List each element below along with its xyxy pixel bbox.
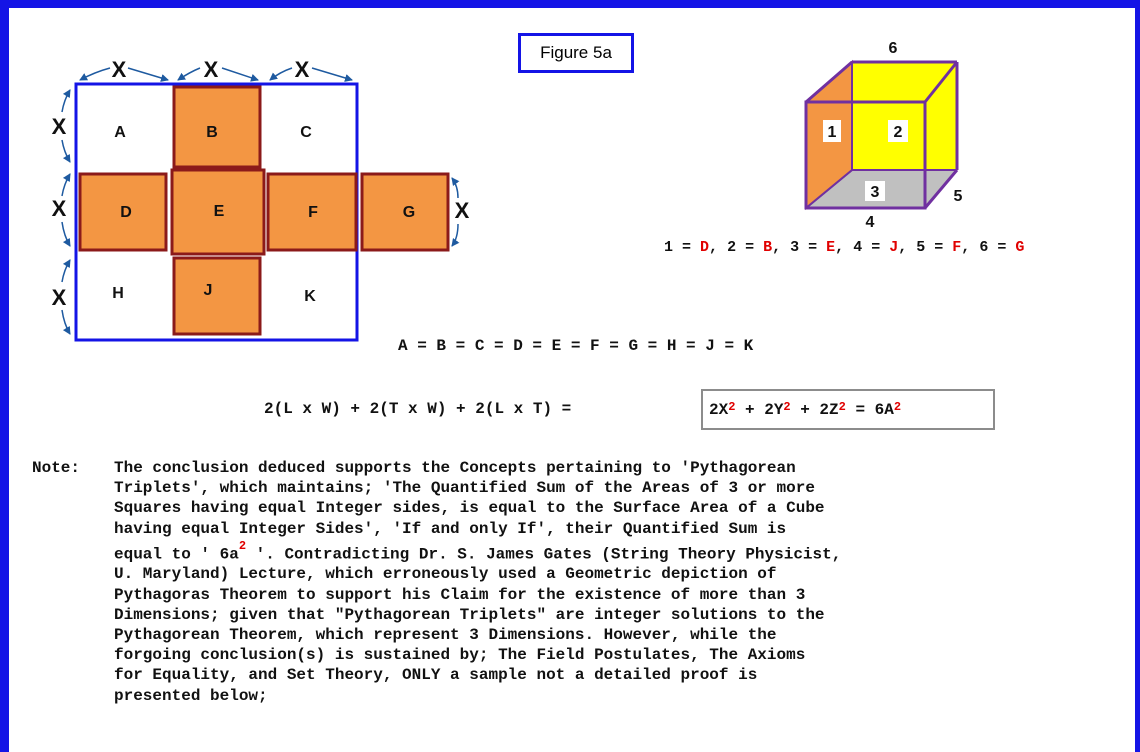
map-val-2: B	[763, 239, 773, 256]
label-d: D	[120, 204, 132, 221]
formula-term-2: + 2Y	[735, 400, 784, 419]
cube-label-6: 6	[889, 40, 898, 57]
map-num-6: 6	[979, 239, 989, 256]
label-c: C	[300, 124, 312, 141]
formula-exp-3: 2	[838, 399, 846, 414]
note-line: Squares having equal Integer sides, is e…	[114, 499, 825, 518]
dim-top-2: X	[204, 57, 219, 82]
label-g: G	[403, 204, 415, 221]
cube-face-2	[852, 62, 957, 170]
map-num-1: 1	[664, 239, 674, 256]
label-f: F	[308, 204, 318, 221]
note-exponent: 2	[238, 538, 247, 553]
formula-term-1: 2X	[709, 400, 729, 419]
note-line: U. Maryland) Lecture, which erroneously …	[114, 565, 777, 584]
label-b: B	[206, 124, 218, 141]
label-k: K	[304, 288, 316, 305]
square-b	[172, 85, 262, 169]
formula-exp-1: 2	[728, 399, 736, 414]
formula-exp-2: 2	[783, 399, 791, 414]
square-e	[170, 168, 266, 256]
map-val-6: G	[1015, 239, 1025, 256]
formula-exp-4: 2	[893, 399, 902, 414]
square-g	[360, 172, 450, 252]
dim-top-1: X	[112, 57, 127, 82]
label-j: J	[204, 282, 213, 299]
cube-diagram: 1 2 3 6 5 4	[804, 40, 963, 231]
note-line: having equal Integer Sides', 'If and onl…	[114, 519, 787, 538]
note-line: Pythagoras Theorem to support his Claim …	[114, 585, 806, 604]
note-line: Pythagorean Theorem, which represent 3 D…	[114, 625, 777, 644]
net-diagram: A B C D E F G H J K	[52, 57, 470, 342]
dim-left-1: X	[52, 114, 67, 139]
square-f	[266, 172, 358, 252]
note-line5-b: '. Contradicting Dr. S. James Gates (Str…	[246, 545, 842, 564]
dim-left-3: X	[52, 285, 67, 310]
map-num-5: 5	[916, 239, 926, 256]
dim-top-3: X	[295, 57, 310, 82]
cube-label-1: 1	[828, 124, 837, 141]
label-e: E	[214, 203, 225, 220]
square-j	[172, 256, 262, 336]
note-line: The conclusion deduced supports the Conc…	[114, 459, 796, 477]
note-line: for Equality, and Set Theory, ONLY a sam…	[114, 666, 758, 685]
note-line: equal to ' 6a2 '. Contradicting Dr. S. J…	[114, 539, 841, 565]
cube-label-2: 2	[894, 124, 903, 141]
label-h: H	[112, 285, 124, 302]
map-val-3: E	[826, 239, 836, 256]
map-val-4: J	[889, 239, 899, 256]
figure-label: Figure 5a	[518, 33, 634, 73]
dim-left-2: X	[52, 196, 67, 221]
map-val-1: D	[700, 239, 710, 256]
map-num-2: 2	[727, 239, 737, 256]
formula-term-3: + 2Z	[790, 400, 839, 419]
note-line5-a: equal to ' 6a	[114, 545, 239, 564]
note-line: forgoing conclusion(s) is sustained by; …	[114, 646, 806, 665]
cube-label-4: 4	[866, 214, 875, 231]
map-val-5: F	[952, 239, 962, 256]
cube-label-3: 3	[871, 184, 880, 201]
map-num-4: 4	[853, 239, 863, 256]
note-line: Dimensions; given that "Pythagorean Trip…	[114, 605, 825, 624]
cube-label-5: 5	[954, 188, 963, 205]
dim-right: X	[455, 198, 470, 223]
note-line: Triplets', which maintains; 'The Quantif…	[114, 479, 815, 498]
face-mapping: 1 = D, 2 = B, 3 = E, 4 = J, 5 = F, 6 = G	[664, 239, 1025, 256]
surface-area-formula: 2(L x W) + 2(T x W) + 2(L x T) =	[264, 400, 572, 418]
map-num-3: 3	[790, 239, 800, 256]
formula-term-4: = 6A	[845, 400, 894, 419]
equality-line: A = B = C = D = E = F = G = H = J = K	[398, 337, 754, 355]
note-line: presented below;	[114, 686, 268, 705]
label-a: A	[114, 124, 126, 141]
square-d	[78, 172, 168, 252]
note-label: Note:	[32, 459, 81, 477]
